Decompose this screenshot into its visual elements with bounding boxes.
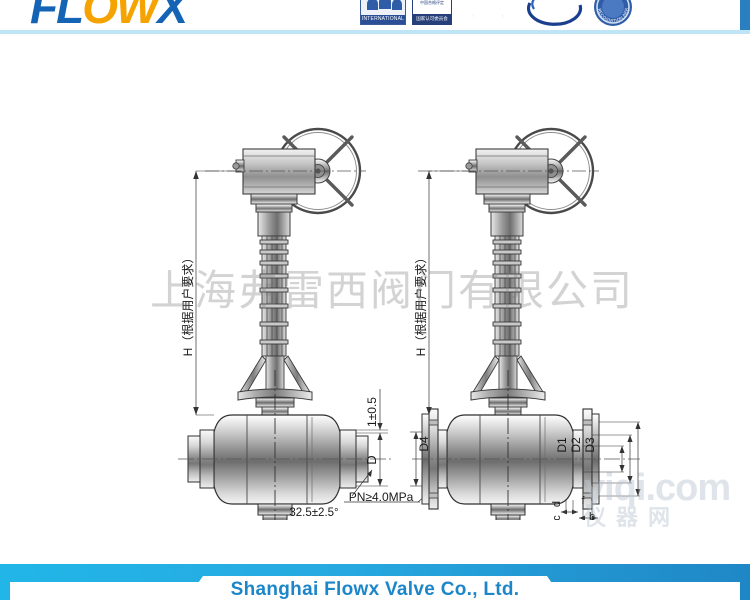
cnas-badge-line3: 国家认可委员会 <box>413 14 451 24</box>
mutual-recognition-seal: RECOGNITION ARRANGEMENT <box>590 0 636 30</box>
ring-swoosh-icon <box>526 0 583 26</box>
page-footer: Shanghai Flowx Valve Co., Ltd. <box>0 564 750 600</box>
right-valve-view: H（根据用户要求） D4 D1 D2 D3 d c f b L <box>410 127 641 520</box>
people-icon <box>365 0 403 10</box>
footer-band <box>0 564 750 582</box>
body-dim-d4-label: D4 <box>417 436 431 452</box>
footer-left-accent <box>0 564 10 600</box>
extended-stem-left <box>237 211 313 416</box>
raised-face-d3-label: D3 <box>583 437 597 453</box>
extended-stem-right <box>470 211 546 416</box>
flange-od-d1-label: D1 <box>555 437 569 453</box>
left-valve-view: H（根据用户要求） 1±0.5 D 32.5±2.5° L PN≥4.0MPa <box>178 127 439 520</box>
pressure-rating-label: PN≥4.0MPa <box>349 490 414 504</box>
iso-certification-badge: INTERNATIONAL <box>360 0 406 25</box>
recognition-seal-icon: RECOGNITION ARRANGEMENT <box>590 0 632 26</box>
header-right-accent <box>740 0 750 30</box>
ce-mark-icon <box>471 0 513 21</box>
bolt-hole-d-label: d <box>551 501 563 507</box>
left-cone-angle-label: 32.5±2.5° <box>289 507 338 519</box>
cnas-badge-line2: 中国合格评定 <box>420 0 444 5</box>
iso-badge-caption: INTERNATIONAL <box>361 15 405 24</box>
left-seat-gap-label: 1±0.5 <box>365 397 379 427</box>
footer-right-accent <box>740 564 750 600</box>
hub-dim-c-label: c <box>551 515 563 520</box>
footer-title: Shanghai Flowx Valve Co., Ltd. <box>230 579 520 600</box>
logo-text-blue-2: X <box>157 0 188 30</box>
ce-mark-badge <box>458 0 520 27</box>
bolt-circle-d2-label: D2 <box>569 437 583 453</box>
valve-assembly-drawing: H（根据用户要求） 1±0.5 D 32.5±2.5° L PN≥4.0MPa <box>178 127 641 520</box>
logo-text-orange: OW <box>82 0 159 30</box>
face-height-f-label: f <box>581 495 585 507</box>
gear-operator-right <box>418 148 599 213</box>
technical-drawing-canvas: H（根据用户要求） 1±0.5 D 32.5±2.5° L PN≥4.0MPa <box>0 34 750 520</box>
right-height-label: H（根据用户要求） <box>413 252 428 357</box>
footer-notch <box>185 576 565 600</box>
right-view-dimensions <box>410 170 641 520</box>
valve-body-right <box>412 370 640 520</box>
certification-badge-row: INTERNATIONAL CNAS 中国合格评定 国家认可委员会 <box>360 0 636 30</box>
company-logo[interactable]: FLOWX <box>30 0 188 30</box>
left-height-label: H（根据用户要求） <box>180 252 195 357</box>
blue-ring-badge <box>526 0 584 27</box>
header-underline <box>0 30 750 34</box>
left-bore-label: D <box>364 455 379 464</box>
gear-operator-left <box>205 148 366 213</box>
cnas-certification-badge: CNAS 中国合格评定 国家认可委员会 <box>412 0 452 25</box>
flange-thickness-b-label: b <box>589 511 595 520</box>
logo-text-blue-1: FL <box>30 0 84 30</box>
valve-body-left <box>178 370 392 520</box>
page-header: FLOWX INTERNATIONAL CNAS 中国合格评定 国家认可委员会 <box>0 0 750 30</box>
